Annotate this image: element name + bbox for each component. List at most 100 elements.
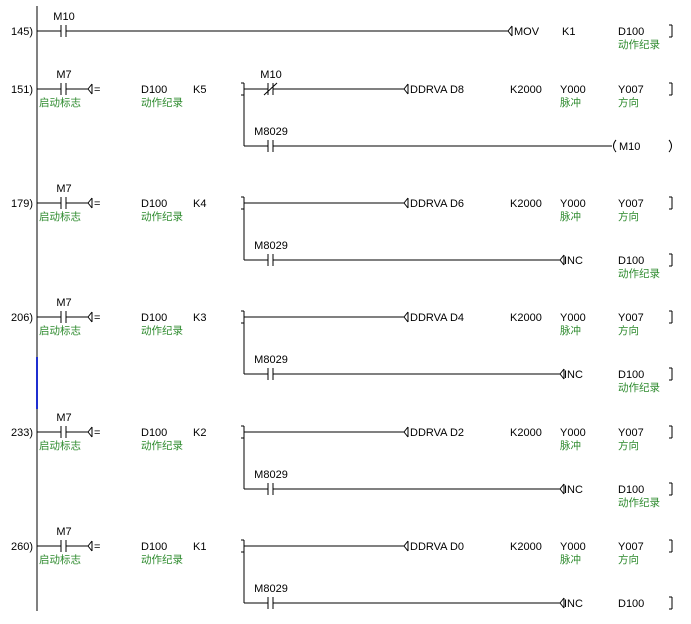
operand-comment[interactable]: 脉冲 [560,439,581,452]
operand-comment[interactable]: 脉冲 [560,553,581,566]
compare-operator[interactable]: = [94,198,100,210]
input-contact-m7[interactable] [53,197,74,209]
instruction-operand[interactable]: Y000 [560,541,586,553]
instruction-operand[interactable]: K2000 [510,427,542,439]
contact-comment[interactable]: 启动标志 [39,96,81,109]
contact-device[interactable]: M7 [56,183,71,195]
operand-comment[interactable]: 方向 [618,96,639,109]
instruction-operand[interactable]: Y007 [618,84,644,96]
branch-contact-m8029[interactable] [260,597,281,609]
instruction-operand[interactable]: K2000 [510,84,542,96]
compare-operator[interactable]: = [94,312,100,324]
compare-operand-s1[interactable]: D100 [141,541,167,553]
compare-operand-s2[interactable]: K1 [193,541,206,553]
contact-comment[interactable]: 启动标志 [39,210,81,223]
compare-operator[interactable]: = [94,427,100,439]
coil-device[interactable]: M10 [619,141,640,153]
compare-operator[interactable]: = [94,541,100,553]
contact-device[interactable]: M8029 [254,240,288,252]
instruction-operand[interactable]: INC [564,369,583,381]
instruction-operand[interactable]: D100 [618,598,644,610]
operand-comment[interactable]: 脉冲 [560,324,581,337]
step-number[interactable]: 206) [11,312,33,324]
step-number[interactable]: 179) [11,198,33,210]
step-number[interactable]: 260) [11,541,33,553]
operand-comment[interactable]: 动作纪录 [618,497,660,509]
contact-comment[interactable]: 启动标志 [39,324,81,337]
instruction-operand[interactable]: DDRVA D4 [410,312,464,324]
instruction-operand[interactable]: Y007 [618,427,644,439]
operand-comment[interactable]: 脉冲 [560,210,581,223]
operand-comment[interactable]: 方向 [618,324,639,337]
input-contact-m7[interactable] [53,426,74,438]
operand-comment[interactable]: 动作纪录 [141,97,183,109]
compare-operand-s2[interactable]: K2 [193,427,206,439]
instruction-operand[interactable]: INC [564,484,583,496]
instruction-operand[interactable]: DDRVA D0 [410,541,464,553]
compare-operand-s2[interactable]: K5 [193,84,206,96]
contact-device[interactable]: M10 [260,69,281,81]
instruction-operand[interactable]: Y007 [618,198,644,210]
instruction-operand[interactable]: D100 [618,255,644,267]
contact-device[interactable]: M8029 [254,354,288,366]
instruction-operand[interactable]: D100 [618,369,644,381]
input-contact-m7[interactable] [53,540,74,552]
operand-comment[interactable]: 动作纪录 [618,39,660,51]
contact-device[interactable]: M8029 [254,126,288,138]
instruction-operand[interactable]: DDRVA D8 [410,84,464,96]
instruction-operand[interactable]: Y000 [560,198,586,210]
instruction-operand[interactable]: K1 [562,26,575,38]
instruction-operand[interactable]: Y000 [560,427,586,439]
input-contact-m7[interactable] [53,311,74,323]
contact-device[interactable]: M8029 [254,469,288,481]
operand-comment[interactable]: 方向 [618,439,639,452]
input-contact-m10[interactable] [53,25,74,37]
branch-contact-m8029[interactable] [260,483,281,495]
step-number[interactable]: 145) [11,26,33,38]
instruction-operand[interactable]: DDRVA D2 [410,427,464,439]
operand-comment[interactable]: 脉冲 [560,96,581,109]
operand-comment[interactable]: 动作纪录 [141,440,183,452]
operand-comment[interactable]: 动作纪录 [141,554,183,566]
contact-device[interactable]: M10 [53,11,74,23]
instruction-operand[interactable]: DDRVA D6 [410,198,464,210]
operand-comment[interactable]: 动作纪录 [618,268,660,280]
contact-device[interactable]: M7 [56,412,71,424]
branch-contact-m8029[interactable] [260,368,281,380]
contact-comment[interactable]: 启动标志 [39,553,81,566]
compare-operand-s1[interactable]: D100 [141,312,167,324]
instruction-operand[interactable]: D100 [618,26,644,38]
contact-device[interactable]: M7 [56,297,71,309]
operand-comment[interactable]: 动作纪录 [141,325,183,337]
contact-device[interactable]: M7 [56,526,71,538]
instruction-operand[interactable]: MOV [514,26,540,38]
contact-device[interactable]: M8029 [254,583,288,595]
operand-comment[interactable]: 方向 [618,210,639,223]
compare-operand-s2[interactable]: K4 [193,198,206,210]
contact-comment[interactable]: 启动标志 [39,439,81,452]
step-number[interactable]: 233) [11,427,33,439]
compare-operator[interactable]: = [94,84,100,96]
instruction-operand[interactable]: D100 [618,484,644,496]
instruction-operand[interactable]: Y000 [560,312,586,324]
compare-operand-s2[interactable]: K3 [193,312,206,324]
branch-contact-m8029[interactable] [260,140,281,152]
instruction-operand[interactable]: INC [564,598,583,610]
instruction-operand[interactable]: Y007 [618,541,644,553]
instruction-operand[interactable]: INC [564,255,583,267]
input-contact-m7[interactable] [53,83,74,95]
branch-contact-m8029[interactable] [260,254,281,266]
compare-operand-s1[interactable]: D100 [141,84,167,96]
instruction-operand[interactable]: K2000 [510,312,542,324]
instruction-operand[interactable]: Y007 [618,312,644,324]
compare-operand-s1[interactable]: D100 [141,198,167,210]
step-number[interactable]: 151) [11,84,33,96]
instruction-operand[interactable]: K2000 [510,198,542,210]
operand-comment[interactable]: 动作纪录 [141,211,183,223]
instruction-operand[interactable]: K2000 [510,541,542,553]
operand-comment[interactable]: 动作纪录 [618,382,660,394]
instruction-operand[interactable]: Y000 [560,84,586,96]
branch-contact-m10[interactable] [260,82,281,96]
operand-comment[interactable]: 方向 [618,553,639,566]
compare-operand-s1[interactable]: D100 [141,427,167,439]
